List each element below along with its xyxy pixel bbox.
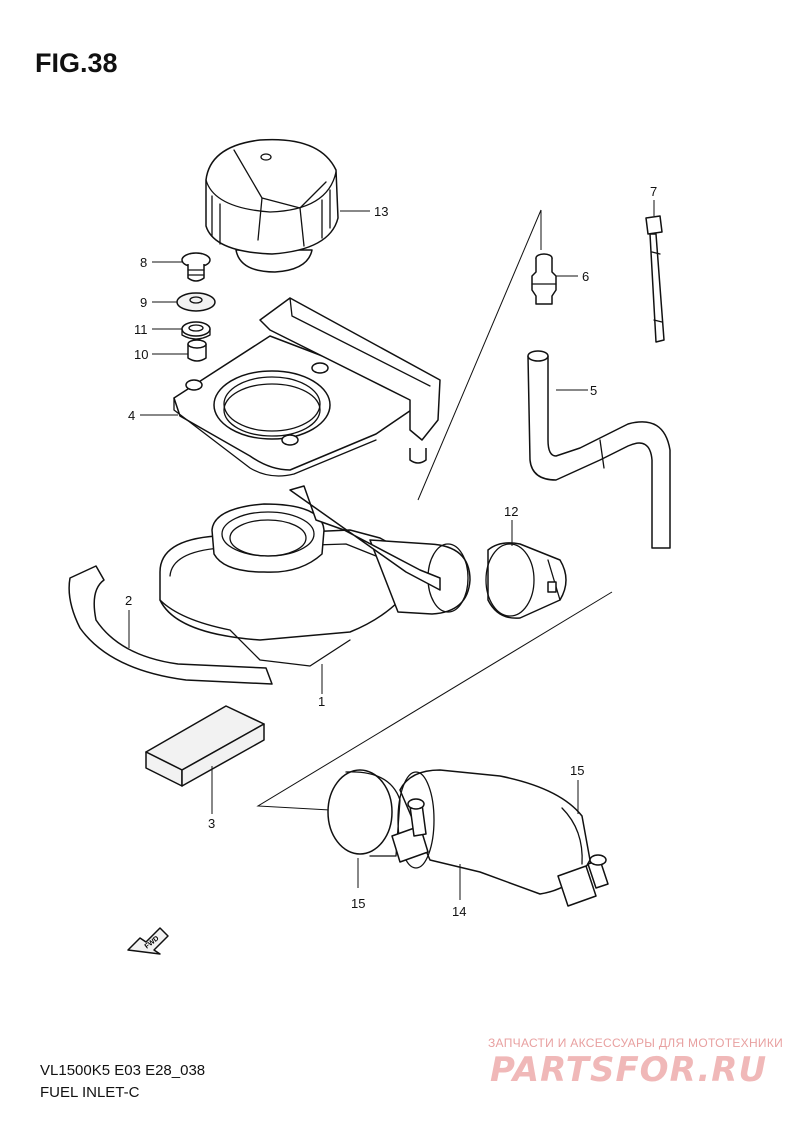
filler-housing-part-1 bbox=[159, 485, 471, 667]
assembly-guide-line-upper bbox=[417, 209, 542, 501]
callout-3: 3 bbox=[208, 816, 215, 831]
callout-15-left: 15 bbox=[351, 896, 365, 911]
diagram-name: FUEL INLET-C bbox=[40, 1084, 140, 1101]
callout-2: 2 bbox=[125, 593, 132, 608]
spacer-part-10 bbox=[187, 339, 207, 362]
figure-title: FIG.38 bbox=[35, 48, 118, 78]
callout-7: 7 bbox=[650, 184, 657, 199]
callout-11: 11 bbox=[134, 322, 148, 337]
fitting-part-6 bbox=[531, 253, 557, 305]
callout-15-right: 15 bbox=[570, 763, 584, 778]
bracket-plate-part-4 bbox=[173, 297, 441, 477]
callout-14: 14 bbox=[452, 904, 466, 919]
screw-part-8 bbox=[181, 252, 211, 282]
leader-lines bbox=[128, 200, 655, 900]
seal-strip-part-2 bbox=[68, 565, 273, 685]
clamp-part-15-left bbox=[327, 769, 429, 863]
callout-6: 6 bbox=[582, 269, 589, 284]
callout-labels: 13 8 9 11 10 4 6 7 5 12 2 1 3 15 14 15 bbox=[125, 184, 657, 919]
hose-part-5 bbox=[527, 350, 671, 549]
callout-8: 8 bbox=[140, 255, 147, 270]
clamp-part-15-right bbox=[557, 854, 609, 907]
callout-4: 4 bbox=[128, 408, 135, 423]
washer-part-9 bbox=[176, 292, 216, 312]
fwd-direction-arrow: FWD bbox=[127, 927, 169, 955]
watermark-caption: ЗАПЧАСТИ И АКСЕССУАРЫ ДЛЯ МОТОТЕХНИКИ bbox=[488, 1036, 784, 1050]
fuel-cap-part-13 bbox=[205, 138, 339, 273]
strap-part-7 bbox=[645, 215, 665, 343]
assembly-guide-line-lower bbox=[256, 591, 613, 811]
model-code: VL1500K5 E03 E28_038 bbox=[40, 1062, 206, 1079]
callout-10: 10 bbox=[134, 347, 148, 362]
callout-13: 13 bbox=[374, 204, 388, 219]
collar-ring-part-12 bbox=[485, 542, 567, 619]
callout-9: 9 bbox=[140, 295, 147, 310]
foam-pad-part-3 bbox=[145, 705, 265, 787]
watermark-logo: PARTSFOR.RU bbox=[490, 1050, 768, 1090]
grommet-part-11 bbox=[181, 321, 211, 340]
callout-12: 12 bbox=[504, 504, 518, 519]
callout-5: 5 bbox=[590, 383, 597, 398]
callout-1: 1 bbox=[318, 694, 325, 709]
